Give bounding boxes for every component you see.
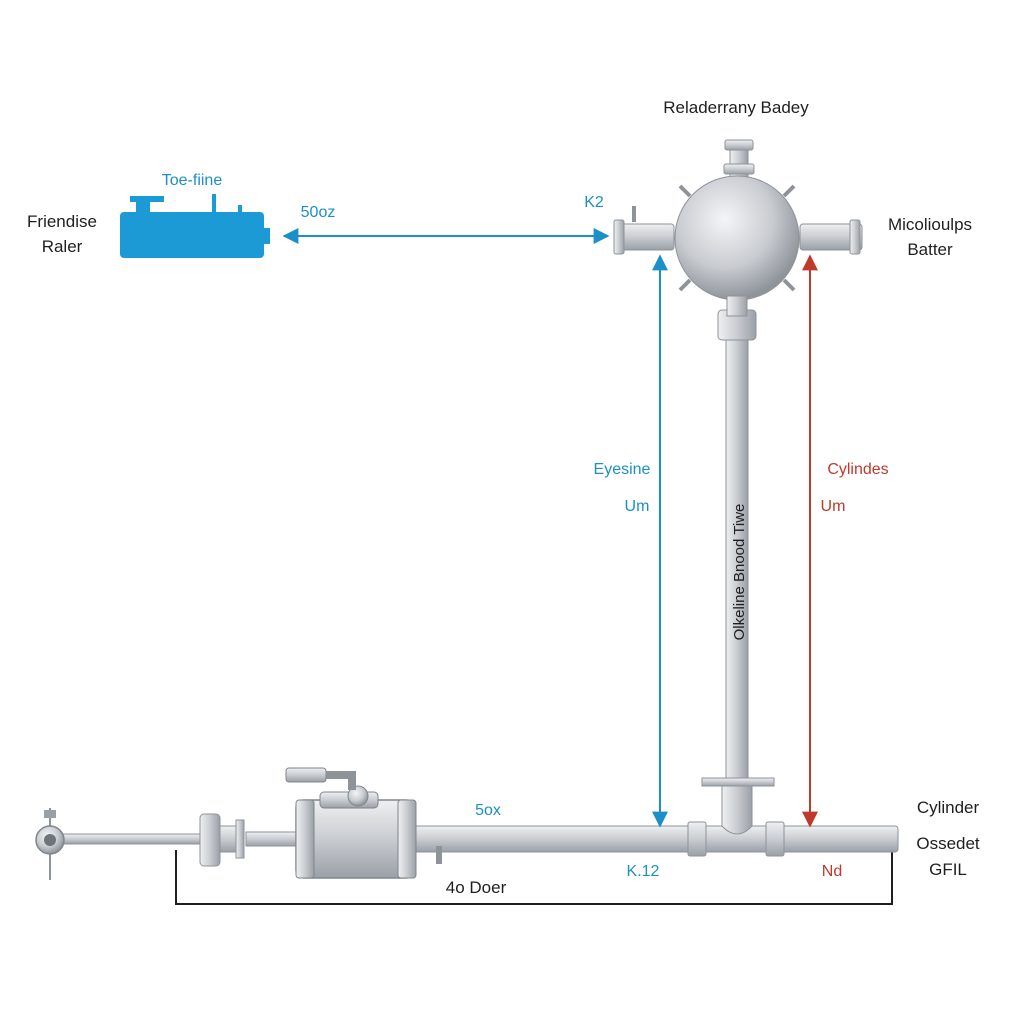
label-bottom-k: K.12 — [627, 863, 660, 880]
label-blue-line1: Eyesine — [594, 461, 651, 478]
label-red-line1: Cylindes — [827, 461, 888, 478]
label-bottom-nd: Nd — [822, 863, 842, 880]
base-frame-line — [175, 850, 893, 905]
label-top-title: Reladerrany Badey — [663, 98, 809, 117]
vertical-pipe — [701, 309, 775, 835]
label-red-line2: Um — [821, 498, 846, 515]
label-arrow-top-left: 50oz — [301, 204, 336, 221]
label-vertical-pipe: Olkeline Bnood Tiwe — [731, 504, 748, 641]
label-bottom-left: 4o Doer — [446, 878, 507, 897]
sphere-vessel-icon — [613, 139, 863, 317]
label-bottom-right1: Cylinder — [917, 798, 980, 817]
label-bottom-right2: Ossedet — [916, 834, 980, 853]
label-left-line2: Raler — [42, 237, 83, 256]
valve-icon — [199, 813, 245, 867]
label-arrow-top-right: K2 — [584, 194, 604, 211]
label-bottom-right3: GFIL — [929, 860, 967, 879]
tank-icon — [120, 194, 270, 258]
bottom-pipe — [59, 821, 899, 857]
gauge-icon — [35, 808, 65, 880]
label-bottom-mid: 5ox — [475, 802, 501, 819]
label-tank-name: Toe-fiine — [162, 172, 223, 189]
pump-icon — [285, 767, 442, 879]
label-left-line1: Friendise — [27, 212, 97, 231]
label-right-line2: Batter — [907, 240, 953, 259]
label-right-line1: Micolioulps — [888, 215, 972, 234]
label-blue-line2: Um — [625, 498, 650, 515]
